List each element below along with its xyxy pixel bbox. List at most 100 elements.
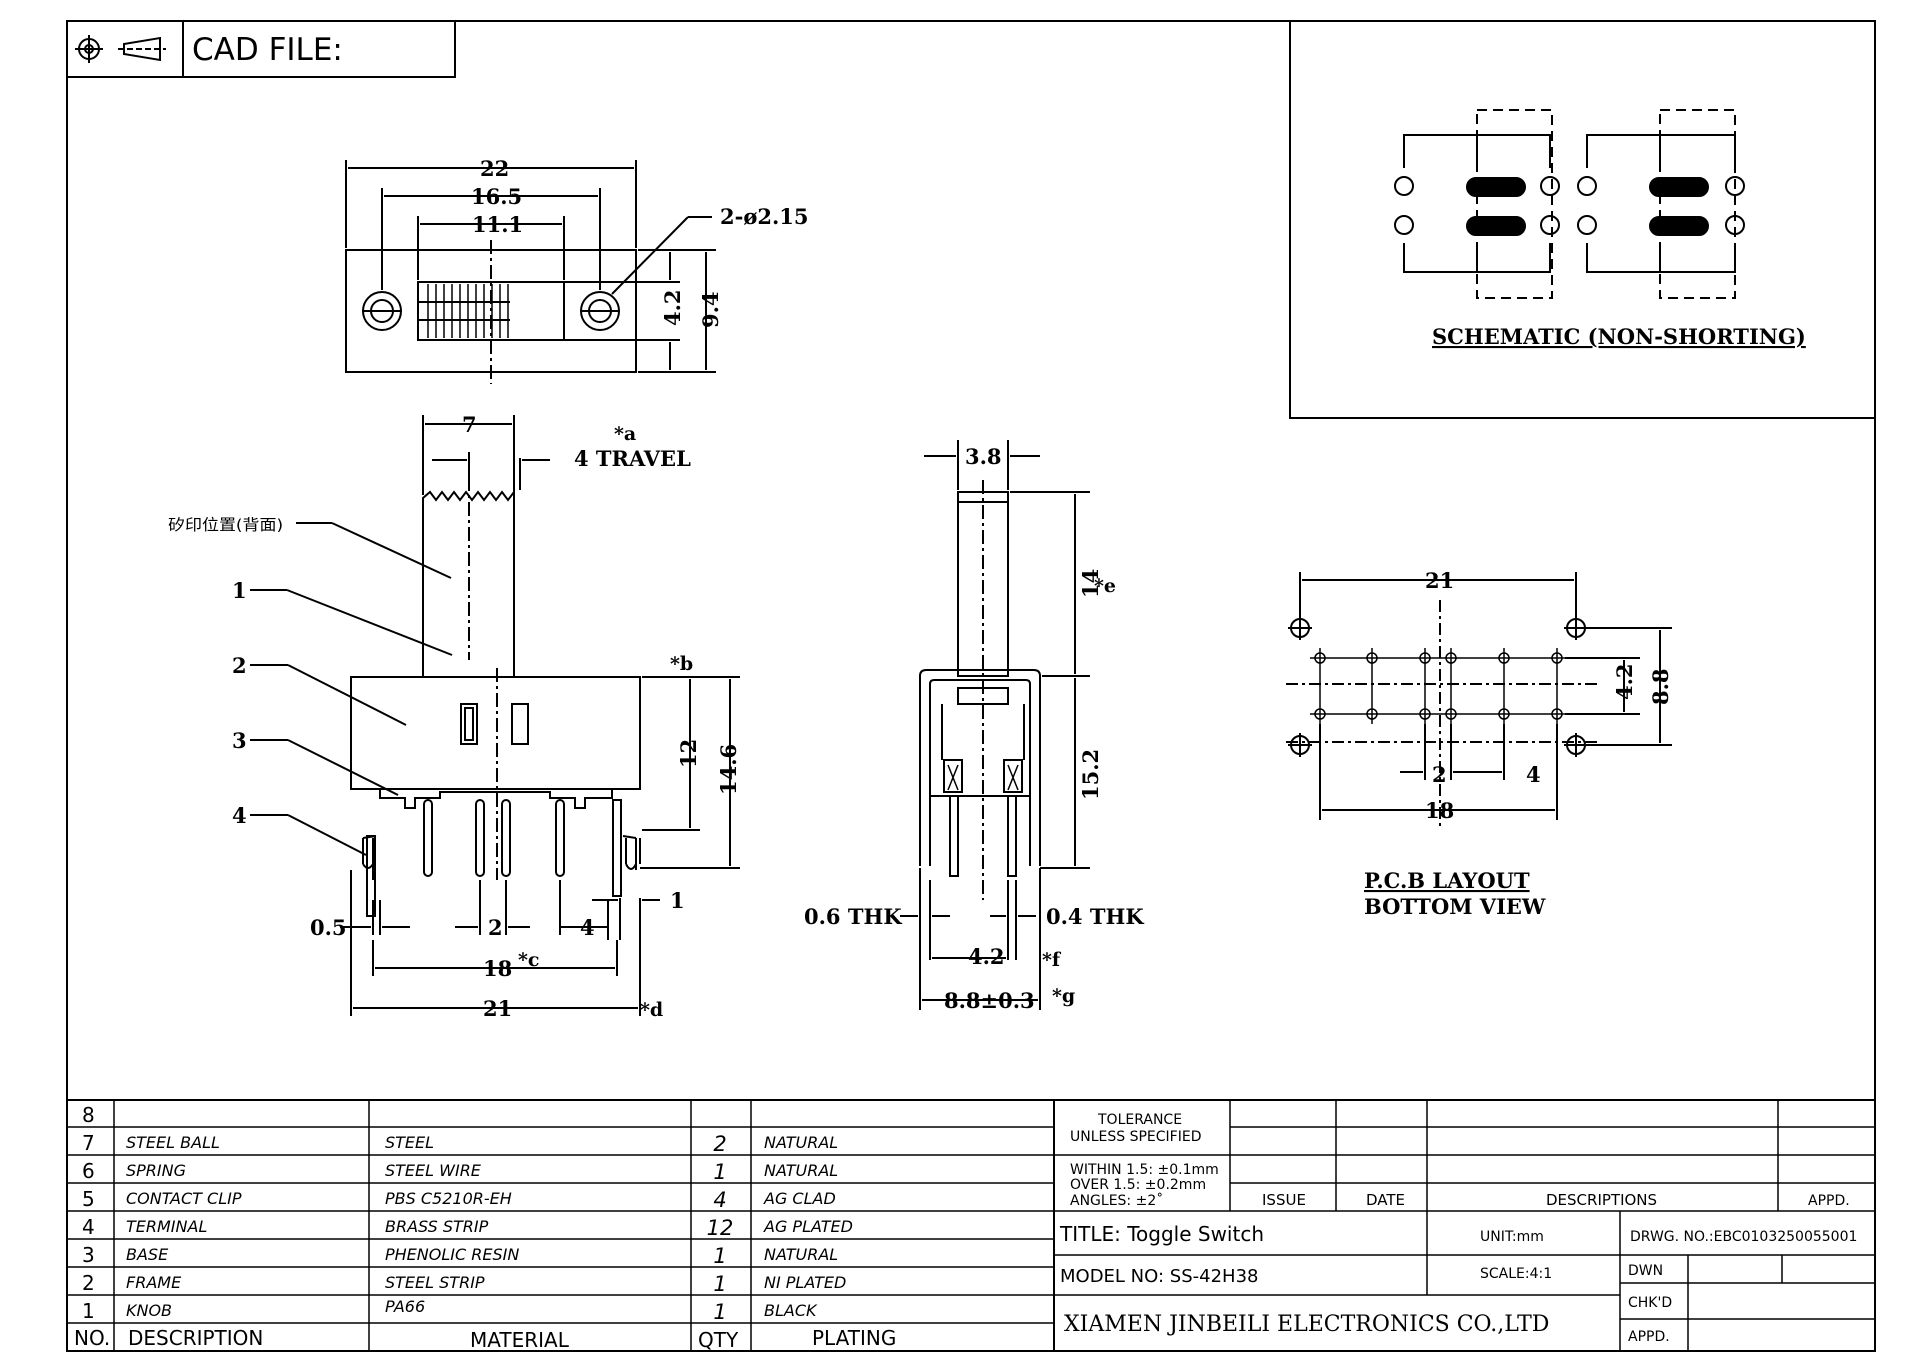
thk-left: 0.6 THK	[804, 904, 902, 929]
dim-15-2: 15.2	[1078, 749, 1103, 800]
table-row: 4 TERMINAL BRASS STRIP 12 AG PLATED	[82, 1215, 853, 1240]
bom-qty: 1	[713, 1244, 726, 1268]
note-b: *b	[670, 653, 693, 675]
bom-qty: 12	[707, 1216, 734, 1240]
note-c: *c	[518, 949, 540, 971]
dim-7: 7	[462, 412, 477, 437]
drawing-number: DRWG. NO.:EBC0103250055001	[1630, 1229, 1857, 1245]
side-view-labels: 3.8 14 *e 15.2 0.6 THK 0.4 THK 4.2 *f 8.…	[804, 444, 1144, 1013]
schematic-title: SCHEMATIC (NON-SHORTING)	[1432, 324, 1806, 349]
bom-rows: 8 7 STEEL BALL STEEL 2 NATURAL 6 SPRING …	[74, 1103, 896, 1352]
bom-plating: NATURAL	[764, 1133, 838, 1152]
dwn-label: DWN	[1628, 1263, 1663, 1279]
pcb-dim-4-2: 4.2	[1612, 663, 1637, 700]
dim-8-8-side: 8.8±0.3	[944, 988, 1035, 1013]
bom-no: 5	[82, 1187, 95, 1211]
scale-label: SCALE:4:1	[1480, 1266, 1552, 1282]
bom-plating: NI PLATED	[764, 1273, 846, 1292]
drawing-title: TITLE: Toggle Switch	[1059, 1222, 1264, 1246]
garbled-part-label: 矽印位置(背面)	[168, 516, 283, 534]
top-view-dimensions: 22 16.5 11.1 2-ø2.15 4.2 9.4	[471, 156, 808, 328]
dim-4-2-side: 4.2	[968, 944, 1005, 969]
bom-material: BRASS STRIP	[385, 1217, 489, 1236]
dim-14-6: 14.6	[716, 744, 741, 795]
callout-2: 2	[232, 653, 247, 678]
title-block-text: TOLERANCE UNLESS SPECIFIED WITHIN 1.5: ±…	[1059, 1112, 1857, 1345]
descriptions-header: DESCRIPTIONS	[1546, 1191, 1657, 1209]
bom-description: CONTACT CLIP	[126, 1189, 242, 1208]
bom-material: STEEL STRIP	[385, 1273, 485, 1292]
bom-material: STEEL WIRE	[385, 1161, 482, 1180]
table-row: 1 KNOB PA66 1 BLACK	[82, 1297, 818, 1324]
dim-22: 22	[480, 156, 509, 181]
tolerance-within: WITHIN 1.5: ±0.1mm	[1070, 1162, 1219, 1178]
dim-0-5: 0.5	[310, 915, 347, 940]
note-e: *e	[1094, 575, 1116, 597]
bom-no: 3	[82, 1243, 95, 1267]
pcb-dim-8-8: 8.8	[1648, 668, 1673, 705]
dim-4-2-top: 4.2	[660, 289, 685, 326]
dim-18: 18	[483, 956, 512, 981]
bom-header-row: NO. DESCRIPTION MATERIAL QTY PLATING	[74, 1326, 896, 1352]
dim-16-5: 16.5	[471, 184, 522, 209]
dim-3-8: 3.8	[965, 444, 1002, 469]
dim-14: 14	[1078, 569, 1103, 598]
front-view	[250, 415, 740, 1016]
appd-header: APPD.	[1808, 1193, 1850, 1209]
bom-description: STEEL BALL	[126, 1133, 220, 1152]
schematic-panel	[1289, 21, 1875, 419]
dim-hole: 2-ø2.15	[720, 204, 808, 229]
note-g: *g	[1052, 985, 1075, 1007]
side-view	[900, 440, 1090, 1010]
note-d: *d	[640, 999, 663, 1021]
table-row: 8	[82, 1103, 95, 1127]
bom-header-no: NO.	[74, 1326, 110, 1350]
note-a: *a	[614, 423, 636, 445]
bom-material: PBS C5210R-EH	[385, 1189, 512, 1208]
travel-label: 4 TRAVEL	[574, 446, 691, 471]
chkd-label: CHK'D	[1628, 1295, 1672, 1311]
bom-no: 1	[82, 1299, 95, 1323]
unit-label: UNIT:mm	[1480, 1229, 1544, 1245]
bom-plating: NATURAL	[764, 1245, 838, 1264]
callout-1: 1	[232, 578, 247, 603]
dim-2: 2	[488, 915, 503, 940]
note-f: *f	[1042, 949, 1062, 971]
dim-21: 21	[483, 996, 512, 1021]
bom-no: 6	[82, 1159, 95, 1183]
company-name: XIAMEN JINBEILI ELECTRONICS CO.,LTD	[1064, 1312, 1549, 1337]
bom-description: TERMINAL	[126, 1217, 207, 1236]
bom-header-material: MATERIAL	[470, 1328, 570, 1352]
table-row: 2 FRAME STEEL STRIP 1 NI PLATED	[82, 1271, 846, 1296]
front-view-labels: 7 *a 4 TRAVEL 矽印位置(背面) 1 2 3 4 *b 12 14.…	[168, 412, 741, 1021]
bom-header-qty: QTY	[698, 1328, 739, 1352]
bom-plating: BLACK	[764, 1301, 818, 1320]
bom-no: 8	[82, 1103, 95, 1127]
bom-qty: 1	[713, 1272, 726, 1296]
tolerance-line1: TOLERANCE	[1097, 1112, 1182, 1128]
tolerance-over: OVER 1.5: ±0.2mm	[1070, 1177, 1206, 1193]
schematic-diagram	[1394, 109, 1745, 299]
pcb-dim-18: 18	[1425, 798, 1454, 823]
bom-no: 4	[82, 1215, 95, 1239]
bom-plating: AG CLAD	[763, 1189, 836, 1208]
title-block	[1053, 1099, 1875, 1351]
bom-material: STEEL	[385, 1133, 434, 1152]
dim-11-1: 11.1	[472, 212, 523, 237]
bom-qty: 1	[713, 1160, 726, 1184]
dim-12: 12	[676, 739, 701, 768]
bom-plating: AG PLATED	[763, 1217, 853, 1236]
dim-4: 4	[580, 915, 595, 940]
bom-plating: NATURAL	[764, 1161, 838, 1180]
bom-header-plating: PLATING	[812, 1326, 896, 1350]
border	[66, 20, 1876, 1352]
cad-file-label: CAD FILE:	[192, 32, 343, 68]
pcb-dim-4: 4	[1526, 762, 1541, 787]
pcb-labels: 21 4.2 8.8 2 4 18 P.C.B LAYOUT BOTTOM VI…	[1364, 568, 1673, 919]
table-row: 5 CONTACT CLIP PBS C5210R-EH 4 AG CLAD	[82, 1187, 836, 1212]
thk-right: 0.4 THK	[1046, 904, 1144, 929]
dim-9-4: 9.4	[698, 291, 723, 328]
bom-description: BASE	[126, 1245, 169, 1264]
date-header: DATE	[1366, 1191, 1405, 1209]
